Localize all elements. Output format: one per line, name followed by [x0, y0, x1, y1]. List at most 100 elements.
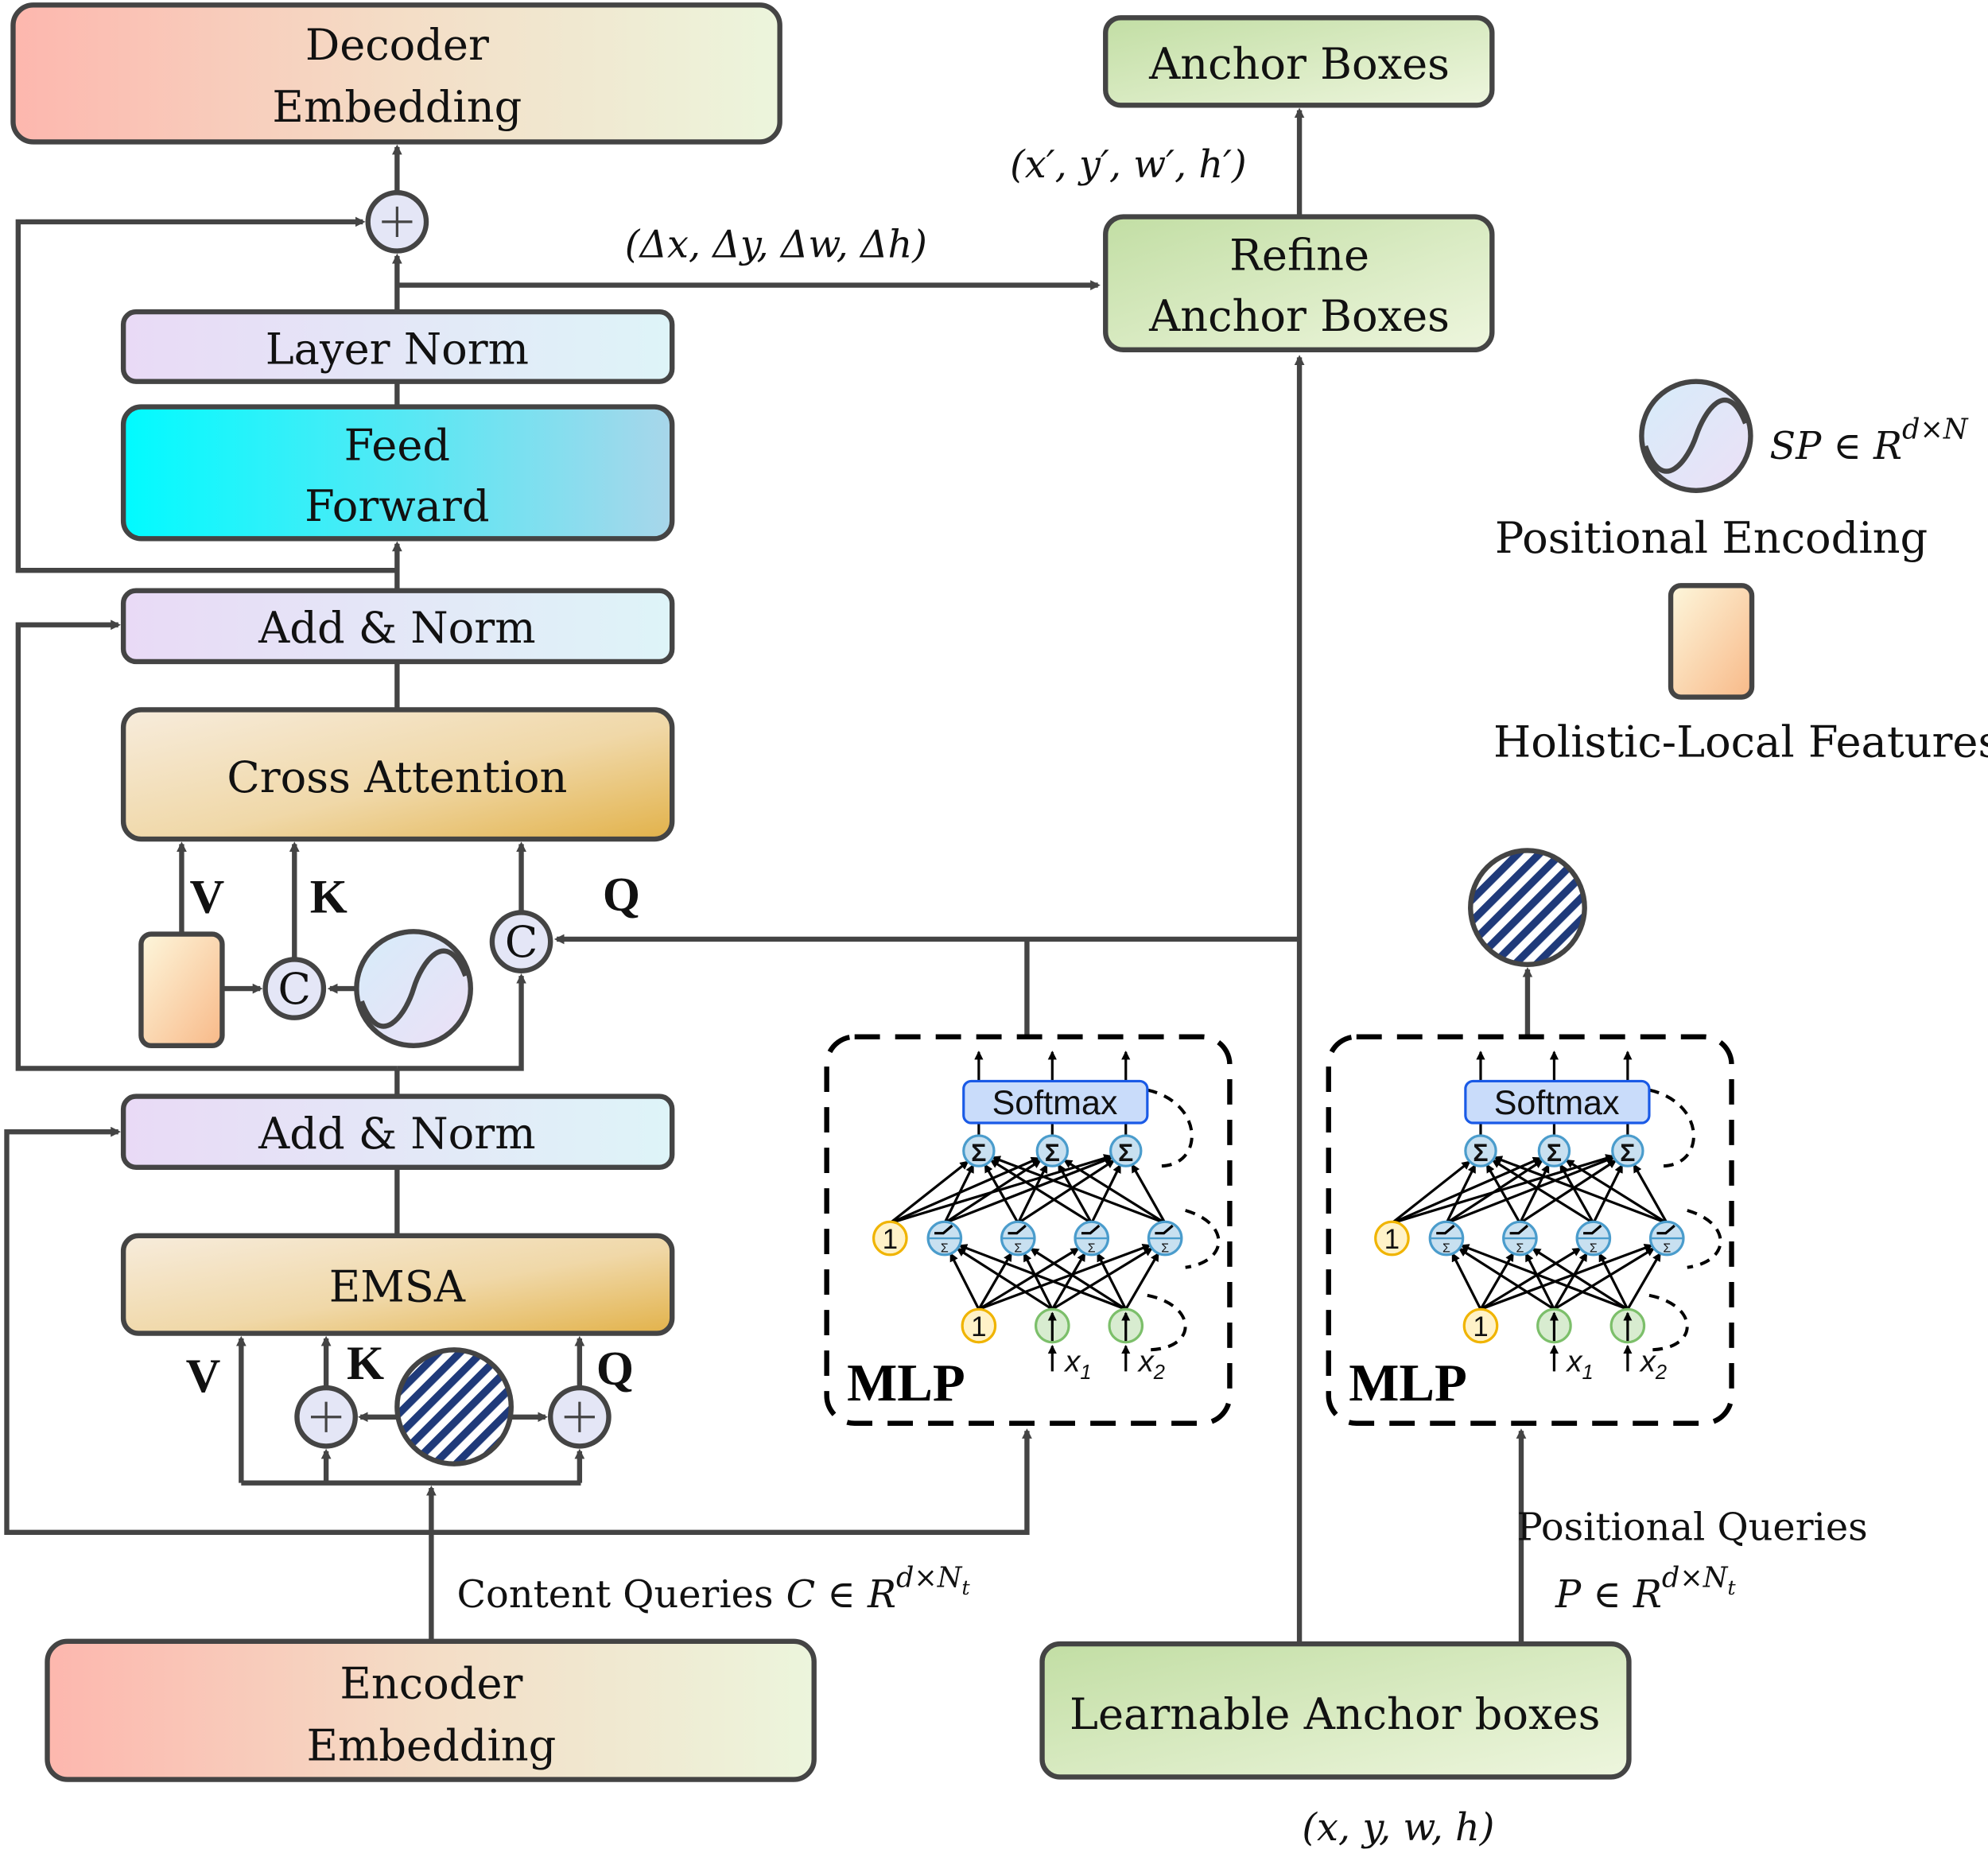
add-norm-label-2: Add & Norm: [258, 1109, 535, 1159]
cross-attention-block: Cross Attention: [120, 707, 675, 842]
mlp-edge: [1491, 1159, 1594, 1225]
bias-node-icon: [1374, 1220, 1410, 1257]
refined-coords-label: (x′, y′, w′, h′): [1010, 143, 1247, 187]
positional-queries-label: Positional Queries P ∈ Rd×Nt: [1517, 1505, 1868, 1616]
mlp-edge: [1633, 1163, 1668, 1224]
legend-positional-encoding-label: Positional Encoding: [1495, 513, 1928, 563]
mlp-edge: [1524, 1252, 1555, 1311]
mlp-edge: [1050, 1252, 1086, 1311]
mlp-edge: [1553, 1247, 1656, 1311]
sum-node-icon: [962, 1134, 996, 1167]
hatched-positional-output-icon: [1468, 848, 1587, 967]
input-label-x1: x1: [1063, 1344, 1091, 1384]
content-queries-label: Content Queries C ∈ Rd×Nt: [456, 1561, 970, 1616]
mlp-edge: [943, 1163, 975, 1224]
mlp-edge: [1451, 1252, 1482, 1311]
mlp-edge: [889, 1156, 1040, 1225]
svg-text:Σ: Σ: [1473, 1138, 1488, 1167]
mlp-edge: [989, 1159, 1093, 1225]
mlp-edge: [1017, 1159, 1116, 1225]
input-label-x2: x2: [1639, 1344, 1667, 1384]
decoder-embedding-label-2: Embedding: [272, 82, 522, 132]
decoder-embedding-label-1: Decoder: [305, 20, 489, 70]
svg-text:Σ: Σ: [1014, 1242, 1022, 1256]
add-plus-icon: [365, 190, 429, 254]
mlp-edge: [1493, 1156, 1668, 1225]
concat-icon-k: C: [262, 957, 327, 1020]
recurrent-loop: [1687, 1209, 1722, 1269]
delta-label: (Δx, Δy, Δw, Δh): [625, 223, 927, 267]
mlp-edge: [978, 1243, 1151, 1311]
svg-text:Σ: Σ: [1663, 1242, 1671, 1256]
input-label-x2: x2: [1137, 1344, 1165, 1384]
svg-text:P ∈ Rd×Nt: P ∈ Rd×Nt: [1555, 1561, 1736, 1616]
legend-holistic-local-label: Holistic-Local Features: [1493, 717, 1988, 767]
sum-node-icon: [1464, 1134, 1497, 1167]
input-label-x1: x1: [1565, 1344, 1593, 1384]
mlp-edge: [1559, 1163, 1595, 1224]
mlp-title: MLP: [847, 1354, 965, 1412]
learnable-anchor-boxes-block: Learnable Anchor boxes: [1039, 1641, 1632, 1780]
concat-icon-q: C: [489, 910, 553, 973]
mlp-edge: [1124, 1252, 1160, 1311]
mlp-edge: [1518, 1163, 1550, 1224]
mlp-edge: [1460, 1244, 1629, 1311]
recurrent-loop: [1185, 1209, 1221, 1269]
emsa-block: EMSA: [120, 1233, 675, 1336]
svg-text:Σ: Σ: [1547, 1138, 1562, 1167]
recurrent-loop: [1648, 1293, 1689, 1352]
refine-label-1: Refine: [1229, 230, 1369, 280]
svg-text:C ∈ Rd×Nt: C ∈ Rd×Nt: [786, 1561, 971, 1616]
mlp-edge: [1553, 1252, 1588, 1311]
mlp-edge: [1458, 1247, 1555, 1311]
bias-node-icon: [961, 1307, 997, 1344]
mlp-edge: [1391, 1156, 1543, 1225]
emsa-label: EMSA: [329, 1262, 466, 1312]
mlp-edge: [1016, 1163, 1048, 1224]
mlp-edge: [1532, 1247, 1629, 1311]
layer-norm-label: Layer Norm: [266, 324, 529, 374]
svg-text:Σ: Σ: [1161, 1242, 1169, 1256]
mlp-edge: [1023, 1252, 1054, 1311]
anchor-boxes-block: Anchor Boxes: [1103, 15, 1495, 108]
mlp-edge: [1480, 1247, 1582, 1311]
legend-positional-encoding-icon: [1639, 379, 1753, 493]
mlp-dashed-frame: [1326, 1034, 1734, 1426]
softmax-box: [962, 1079, 1149, 1125]
mlp-edge: [978, 1247, 1080, 1311]
mlp-edge: [991, 1156, 1166, 1225]
mlp-dashed-frame: [824, 1034, 1233, 1426]
encoder-embedding-label-2: Embedding: [306, 1721, 556, 1771]
add-plus-icon-k: [294, 1385, 358, 1449]
mlp-edge: [1051, 1247, 1154, 1311]
svg-text:C: C: [278, 964, 311, 1014]
softmax-box: [1464, 1079, 1651, 1125]
svg-text:Σ: Σ: [941, 1242, 949, 1256]
softmax-label: Softmax: [992, 1084, 1118, 1122]
mlp-edge: [1445, 1163, 1477, 1224]
mlp-edge: [1096, 1252, 1128, 1311]
mlp-edge: [1446, 1159, 1543, 1225]
feed-forward-label-2: Forward: [305, 481, 489, 531]
mlp-edge: [1480, 1243, 1653, 1311]
bias-node-icon: [872, 1220, 908, 1257]
refine-label-2: Anchor Boxes: [1148, 291, 1450, 341]
sum-node-icon: [1035, 1134, 1070, 1167]
add-plus-icon-q: [548, 1385, 612, 1449]
mlp-edge: [944, 1156, 1114, 1225]
svg-text:Positional Queries: Positional Queries: [1517, 1505, 1868, 1549]
svg-text:C: C: [505, 917, 538, 967]
positional-encoding-icon: [354, 929, 473, 1048]
add-norm-block-1: Add & Norm: [120, 588, 675, 665]
cross-attention-label: Cross Attention: [227, 752, 567, 802]
sp-label: SP ∈ Rd×N: [1769, 413, 1968, 468]
svg-text:Σ: Σ: [1088, 1242, 1096, 1256]
hatched-positional-embedding-icon: [394, 1347, 514, 1466]
mlp-edge: [1592, 1163, 1624, 1224]
mlp-edge: [956, 1247, 1054, 1311]
decoder-embedding-block: Decoder Embedding: [10, 2, 782, 145]
k-label-emsa: K: [347, 1337, 384, 1390]
mlp-edge: [949, 1252, 980, 1311]
